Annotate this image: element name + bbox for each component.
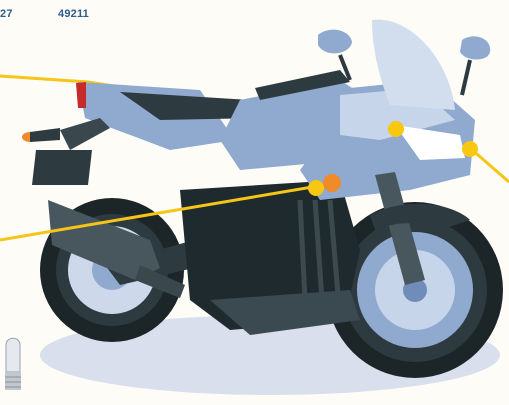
license-plate: [32, 150, 92, 185]
left-mirror: [318, 30, 352, 54]
right-mirror: [460, 36, 490, 59]
right-mirror-stem: [462, 60, 470, 95]
rear-indicator-stalk: [30, 128, 60, 142]
taillight: [76, 82, 86, 108]
marker-taillight: [388, 121, 404, 137]
marker-indicator-orange: [323, 174, 341, 192]
bulb-icon: [5, 338, 21, 390]
marker-indicator: [308, 180, 324, 196]
marker-headlight: [462, 141, 478, 157]
rear-bracket: [60, 118, 110, 150]
